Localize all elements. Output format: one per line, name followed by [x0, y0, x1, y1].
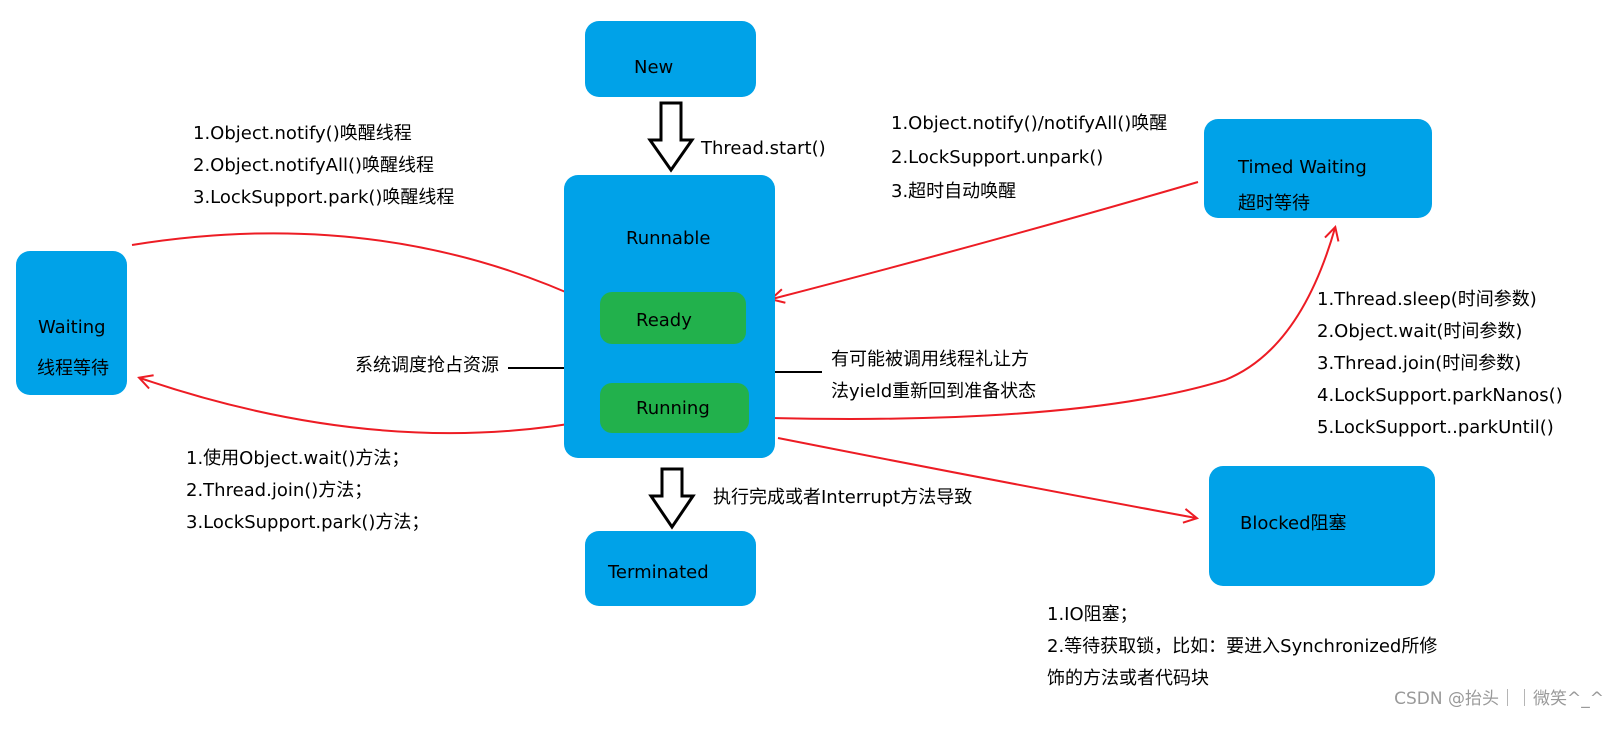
state-ready-label: Ready	[636, 310, 692, 331]
to-waiting-notes: 1.使用Object.wait()方法； 2.Thread.join()方法； …	[186, 443, 429, 539]
note-line: 2.Thread.join()方法；	[186, 480, 373, 501]
yield-label-line1: 有可能被调用线程礼让方	[831, 349, 1029, 370]
waiting-to-ready-arrow	[131, 232, 588, 302]
terminate-transition-label: 执行完成或者Interrupt方法导致	[713, 487, 973, 508]
state-runnable-label: Runnable	[626, 228, 711, 249]
state-terminated-label: Terminated	[608, 562, 709, 583]
running-to-blocked-arrow	[777, 437, 1196, 518]
timed-wake-notes: 1.Object.notify()/notifyAll()唤醒 2.LockSu…	[891, 107, 1167, 209]
state-waiting	[16, 251, 127, 395]
state-timed-waiting-label: Timed Waiting	[1238, 157, 1367, 178]
note-line: 1.Object.notify()唤醒线程	[193, 123, 412, 144]
running-to-timedwaiting-arrow	[769, 228, 1335, 420]
note-line: 2.Object.wait(时间参数)	[1317, 321, 1523, 342]
yield-label-line2: 法yield重新回到准备状态	[831, 381, 1037, 402]
note-line: 1.Object.notify()/notifyAll()唤醒	[891, 113, 1168, 134]
state-waiting-cn-label: 线程等待	[37, 358, 109, 379]
state-blocked	[1209, 466, 1435, 586]
start-arrow	[647, 101, 695, 173]
state-timed-waiting	[1204, 119, 1432, 218]
waiting-wake-notes: 1.Object.notify()唤醒线程 2.Object.notifyAll…	[193, 118, 454, 214]
note-line: 1.Thread.sleep(时间参数)	[1317, 289, 1537, 310]
state-new	[585, 21, 756, 97]
schedule-label: 系统调度抢占资源	[355, 355, 499, 376]
note-line: 4.LockSupport.parkNanos()	[1317, 385, 1563, 406]
note-line: 1.IO阻塞；	[1047, 604, 1138, 625]
state-new-label: New	[634, 57, 674, 78]
terminate-arrow	[648, 467, 696, 530]
note-line: 饰的方法或者代码块	[1047, 668, 1209, 689]
note-line: 2.Object.notifyAll()唤醒线程	[193, 155, 435, 176]
running-to-waiting-arrow	[140, 378, 593, 435]
state-running-label: Running	[636, 398, 710, 419]
timedwaiting-to-ready-arrow	[772, 181, 1199, 299]
state-terminated	[585, 531, 756, 606]
note-line: 3.超时自动唤醒	[891, 181, 1017, 202]
blocked-notes: 1.IO阻塞； 2.等待获取锁，比如：要进入Synchronized所修 饰的方…	[1047, 599, 1437, 695]
note-line: 5.LockSupport..parkUntil()	[1317, 417, 1554, 438]
note-line: 1.使用Object.wait()方法；	[186, 448, 410, 469]
note-line: 3.Thread.join(时间参数)	[1317, 353, 1522, 374]
start-transition-label: Thread.start()	[701, 138, 826, 159]
state-blocked-label: Blocked阻塞	[1240, 513, 1347, 534]
note-line: 2.等待获取锁，比如：要进入Synchronized所修	[1047, 636, 1438, 657]
note-line: 3.LockSupport.park()方法；	[186, 512, 430, 533]
to-timed-notes: 1.Thread.sleep(时间参数) 2.Object.wait(时间参数)…	[1317, 284, 1563, 444]
state-ready	[600, 292, 746, 344]
note-line: 2.LockSupport.unpark()	[891, 147, 1104, 168]
state-waiting-label: Waiting	[38, 317, 106, 338]
state-timed-waiting-cn-label: 超时等待	[1238, 193, 1310, 214]
watermark: CSDN @抬头｜｜微笑^_^	[1394, 689, 1604, 709]
state-running	[600, 383, 749, 433]
note-line: 3.LockSupport.park()唤醒线程	[193, 187, 455, 208]
